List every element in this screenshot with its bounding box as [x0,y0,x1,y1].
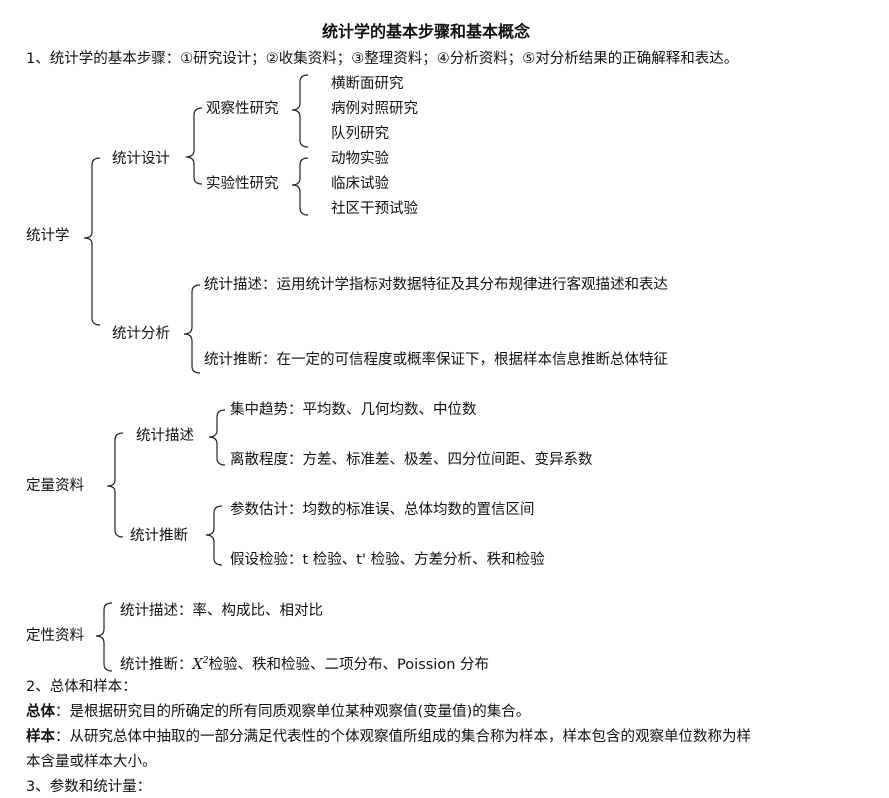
tree1-exp-item: 临床试验 [331,176,389,192]
tree2-estimate: 参数估计：均数的标准误、总体均数的置信区间 [230,502,535,518]
bracket-desc-2 [208,409,226,466]
section3-heading: 3、参数和统计量： [26,779,152,795]
tree2-central: 集中趋势：平均数、几何均数、中位数 [230,402,477,418]
tree1-obs-item: 队列研究 [331,126,389,142]
chi-square-symbol: X2 [192,656,209,673]
sample-term: 样本 [26,729,55,745]
tree2-root: 定量资料 [26,478,84,494]
tree1-design: 统计设计 [112,151,170,167]
tree1-infer: 统计推断：在一定的可信程度或概率保证下，根据样本信息推断总体特征 [204,352,668,368]
bracket-root-2 [106,432,124,538]
tree3-root: 定性资料 [26,628,84,644]
tree3-infer-rest: 检验、秩和检验、二项分布、Poission 分布 [208,656,489,673]
steps-line: 1、统计学的基本步骤：①研究设计；②收集资料；③整理资料；④分析资料；⑤对分析结… [26,51,739,67]
tree1-experimental: 实验性研究 [206,176,279,192]
tree1-exp-item: 社区干预试验 [331,201,418,217]
bracket-observational [291,74,309,148]
bracket-root-3 [95,602,113,672]
tree2-desc: 统计描述 [136,428,194,444]
bracket-design [185,107,203,185]
tree2-infer: 统计推断 [130,528,188,544]
bracket-root-1 [83,157,101,326]
bracket-experimental [291,157,309,216]
tree2-test: 假设检验：t 检验、t' 检验、方差分析、秩和检验 [230,552,545,568]
tree1-observational: 观察性研究 [206,101,279,117]
sample-definition-cont: 本含量或样本大小。 [26,754,157,770]
tree1-analysis: 统计分析 [112,326,170,342]
tree1-desc: 统计描述：运用统计学指标对数据特征及其分布规律进行客观描述和表达 [204,277,668,293]
tree3-infer: 统计推断：X2检验、秩和检验、二项分布、Poission 分布 [120,652,489,674]
tree3-infer-prefix: 统计推断： [120,656,193,673]
sample-definition: 样本：从研究总体中抽取的一部分满足代表性的个体观察值所组成的集合称为样本，样本包… [26,729,751,745]
population-definition: 总体：是根据研究目的所确定的所有同质观察单位某种观察值(变量值)的集合。 [26,704,531,720]
tree2-dispersion: 离散程度：方差、标准差、极差、四分位间距、变异系数 [230,452,593,468]
page-title: 统计学的基本步骤和基本概念 [322,22,531,41]
population-term: 总体 [26,704,55,720]
tree1-obs-item: 横断面研究 [331,76,404,92]
tree3-desc: 统计描述：率、构成比、相对比 [120,603,323,619]
tree1-root: 统计学 [26,228,70,244]
tree1-exp-item: 动物实验 [331,151,389,167]
bracket-analysis [183,284,201,374]
bracket-infer-2 [205,505,223,566]
section2-heading: 2、总体和样本： [26,679,137,695]
tree1-obs-item: 病例对照研究 [331,101,418,117]
